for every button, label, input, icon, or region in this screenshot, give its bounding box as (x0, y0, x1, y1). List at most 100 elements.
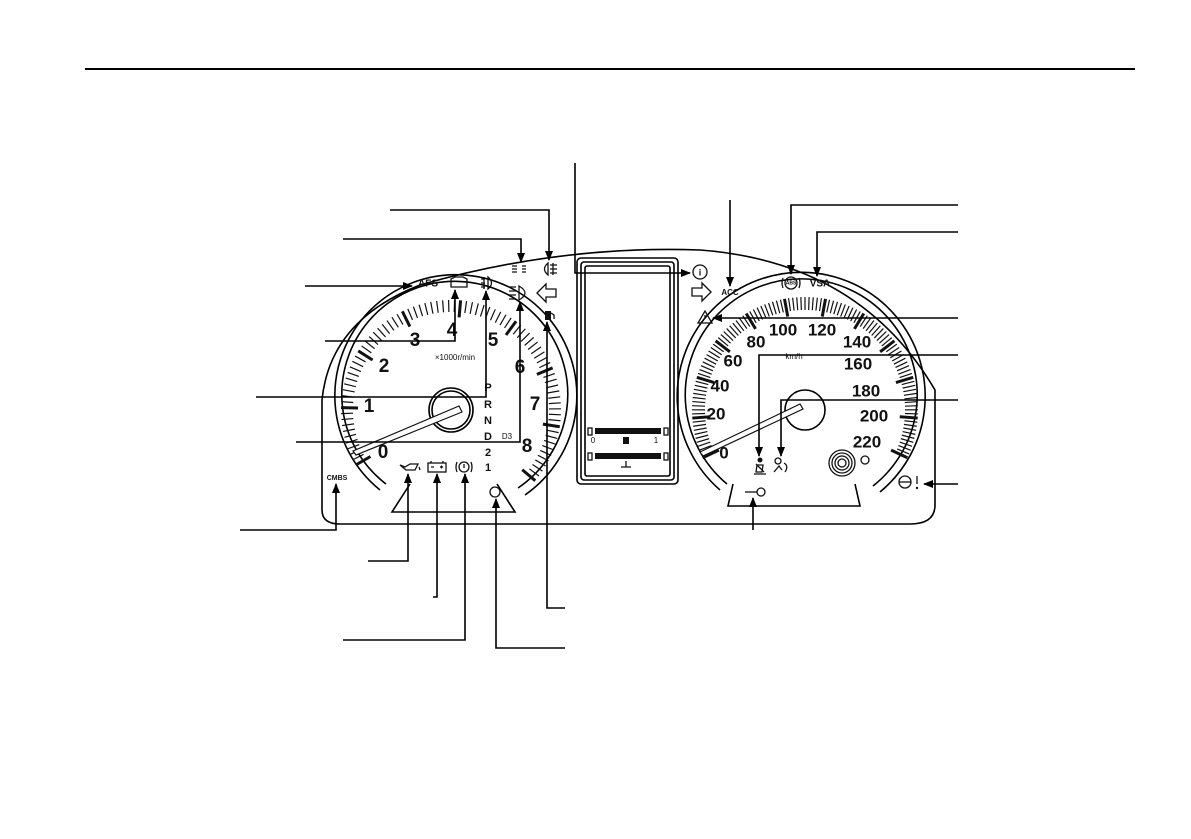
dial-tick (708, 350, 721, 359)
dial-tick (386, 320, 395, 331)
dial-tick (888, 347, 900, 356)
dial-tick (535, 459, 546, 467)
dial-tick (521, 468, 537, 482)
dial-tick (479, 304, 485, 317)
dial-tick (372, 331, 383, 342)
speed-needle (699, 403, 804, 457)
dial-tick (700, 365, 714, 372)
dial-tick (904, 420, 918, 423)
dial-tick (694, 430, 708, 435)
turn-signal-right-icon (691, 281, 712, 303)
dial-tick (902, 430, 916, 435)
dial-tick (901, 434, 915, 439)
dial-tick (850, 309, 858, 322)
dial-tick (344, 433, 357, 438)
dial-tick (699, 368, 712, 375)
battery-icon (427, 461, 447, 473)
dial-tick (489, 309, 496, 321)
cmbs-indicator: CMBS (327, 475, 348, 482)
dial-tick (692, 396, 706, 400)
dial-tick (879, 334, 890, 344)
dial-tick (524, 337, 535, 346)
dial-tick (342, 428, 356, 433)
dial-tick (792, 297, 795, 311)
dial-tick (900, 438, 914, 443)
dial-tick (436, 300, 439, 313)
dial-tick (693, 392, 707, 396)
dial-tick (881, 337, 893, 347)
dial-tick (548, 413, 561, 416)
dial-tick (504, 317, 512, 329)
dial-tick (723, 331, 734, 341)
dial-tick (876, 331, 887, 341)
speed-number: 160 (844, 354, 872, 373)
dial-tick (693, 423, 707, 427)
multi-info-display: 0 1 (576, 257, 679, 485)
dial-tick (543, 372, 555, 379)
gear-p: P (484, 382, 491, 394)
gear-r: R (484, 399, 492, 411)
dial-tick (418, 304, 424, 317)
dial-tick (536, 356, 548, 364)
speedometer: 0 20 40 60 80 100 120 140 160 180 200 22… (676, 271, 926, 507)
dial-tick (896, 448, 910, 455)
dial-tick (760, 305, 767, 319)
turn-signal-left-icon (536, 282, 557, 304)
dial-tick (457, 300, 463, 318)
dial-tick (532, 463, 543, 472)
dial-tick (548, 402, 561, 405)
dial-tick (692, 400, 706, 404)
indicator-circle-icon (489, 486, 501, 498)
brake-icon (455, 461, 473, 473)
tach-unit: ×1000r/min (435, 353, 475, 362)
dial-tick (352, 453, 364, 461)
dial-tick (726, 328, 737, 339)
callout-lines (240, 163, 958, 649)
dial-tick (361, 345, 372, 354)
dial-tick (697, 372, 711, 379)
dial-tick (898, 444, 911, 451)
dial-tick (342, 389, 355, 393)
display-max: 1 (654, 436, 659, 445)
dial-tick (890, 448, 909, 460)
dial-tick (749, 311, 757, 324)
dial-tick (381, 323, 391, 334)
dial-tick (364, 340, 375, 350)
tach-number: 4 (447, 320, 458, 341)
dial-tick (712, 343, 725, 353)
dial-tick (542, 444, 554, 451)
dial-tick (543, 439, 556, 445)
speed-number: 180 (852, 381, 880, 400)
gear-2: 2 (485, 447, 491, 459)
airbag-icon (773, 457, 788, 473)
cluster-outline (321, 248, 936, 525)
dial-tick (738, 317, 748, 329)
odometer-reset-knob-icon[interactable] (828, 449, 856, 477)
dial-tick (811, 297, 814, 311)
dial-tick (530, 346, 542, 355)
fuel-consumption-icon (623, 437, 629, 444)
dial-tick (796, 297, 799, 311)
speed-number: 80 (747, 332, 766, 351)
info-icon: i (692, 264, 708, 280)
dial-tick (352, 360, 364, 368)
dial-tick (347, 443, 360, 450)
dial-tick (706, 354, 719, 362)
dial-tick (696, 438, 710, 443)
dial-tick (904, 396, 918, 400)
dial-tick (536, 366, 554, 376)
dial-tick (692, 420, 706, 423)
gear-1: 1 (485, 462, 491, 474)
dial-tick (771, 301, 777, 315)
dial-tick (499, 314, 507, 326)
oil-pressure-icon (399, 463, 421, 471)
dial-tick (885, 343, 898, 353)
dial-tick (504, 320, 518, 336)
dial-tick (710, 347, 722, 356)
dial-tick (342, 423, 355, 427)
dial-tick (354, 455, 372, 467)
svg-text:ABS: ABS (786, 280, 797, 286)
tach-number: 7 (530, 394, 541, 415)
immobilizer-key-icon (745, 487, 766, 497)
consumption-bar (595, 453, 661, 459)
